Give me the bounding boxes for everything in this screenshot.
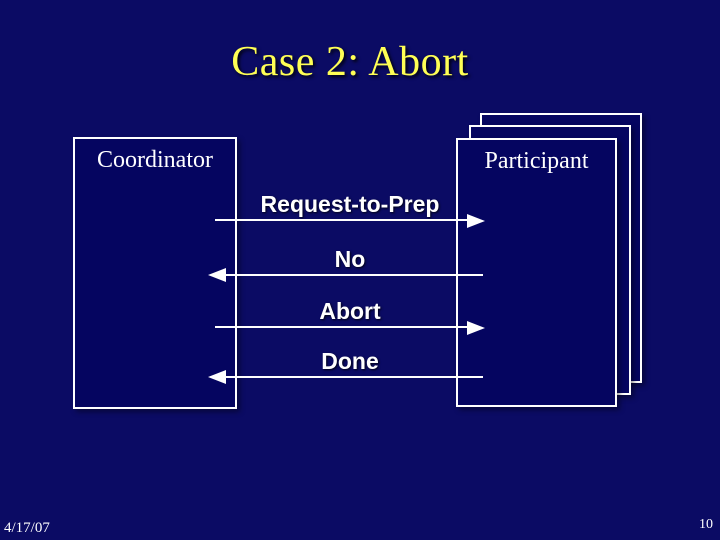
message-label: No [334, 246, 366, 272]
slide-date: 4/17/07 [4, 520, 50, 536]
message-arrow-line [225, 376, 483, 378]
participant-box-front: Participant [456, 138, 617, 407]
message-label: Abort [319, 298, 381, 324]
message-arrow-line [215, 326, 468, 328]
message-arrow-line [215, 219, 468, 221]
message-arrow-line [225, 274, 483, 276]
coordinator-label: Coordinator [97, 147, 213, 173]
message-label: Done [321, 348, 379, 374]
message-label: Request-to-Prep [260, 191, 440, 217]
participant-label: Participant [484, 148, 589, 174]
slide-title: Case 2: Abort [231, 39, 469, 85]
page-number: 10 [699, 517, 713, 532]
coordinator-box: Coordinator [73, 137, 237, 409]
